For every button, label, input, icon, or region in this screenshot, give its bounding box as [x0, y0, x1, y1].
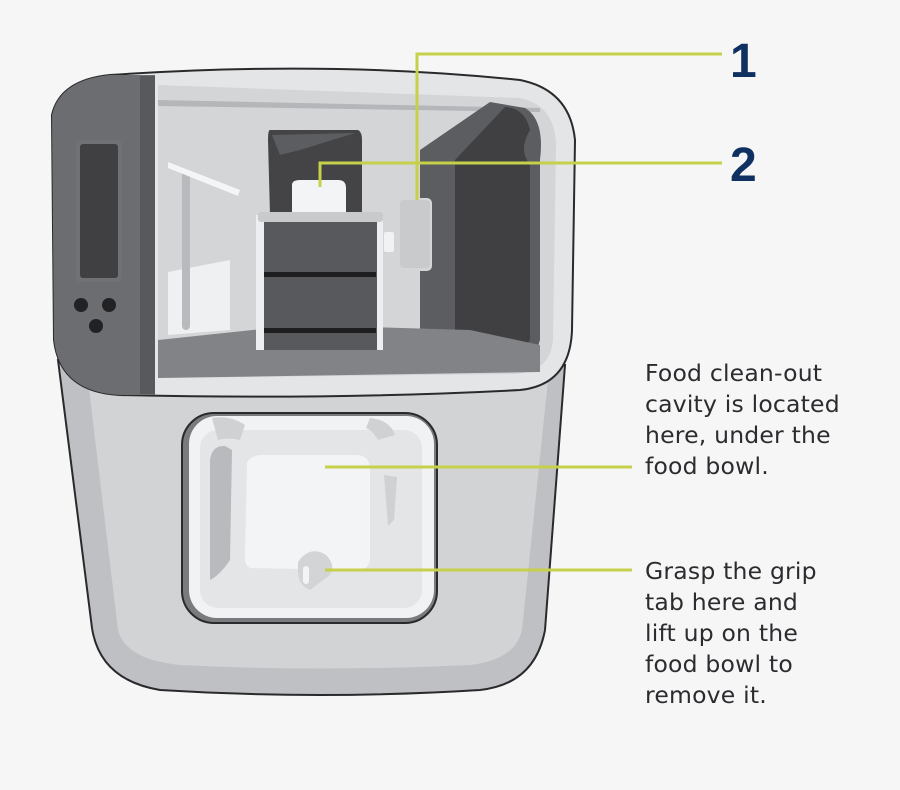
cavity-callout-text: Food clean-out cavity is located here, u…: [645, 359, 840, 480]
button-1-icon: [74, 298, 88, 312]
button-3-icon: [89, 319, 103, 333]
leader-line-1: [415, 52, 722, 200]
feeder-lid: [50, 67, 577, 398]
grip-tab-callout-text: Grasp the grip tab here and lift up on t…: [645, 557, 817, 709]
leader-lines: [318, 52, 722, 572]
food-bowl: [181, 412, 438, 624]
callout-number-1: 1: [730, 35, 757, 88]
leader-line-2: [318, 161, 722, 187]
button-2-icon: [102, 298, 116, 312]
callout-number-2: 2: [730, 139, 757, 192]
